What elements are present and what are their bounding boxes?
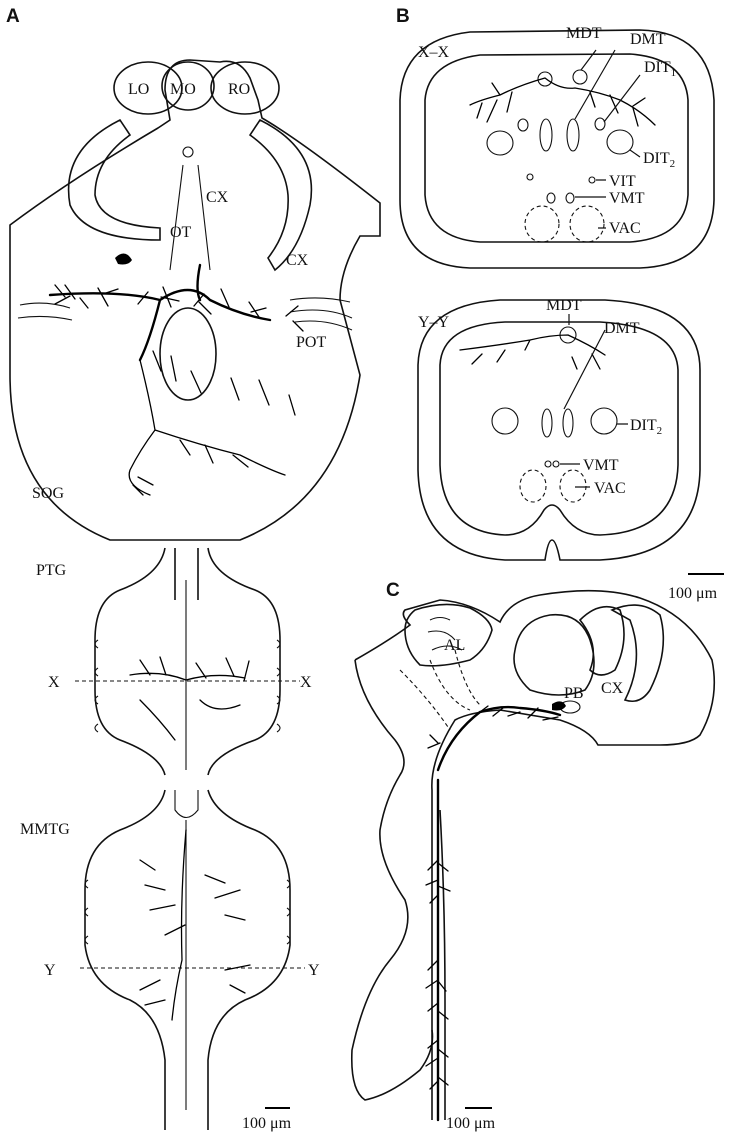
mmtg-nerve-roots xyxy=(85,880,290,944)
label-section-xx: X–X xyxy=(418,44,450,61)
xx-mdt xyxy=(573,70,587,84)
brain-outline xyxy=(10,60,380,540)
mmtg-notch xyxy=(175,790,198,818)
xx-tract-4 xyxy=(527,174,533,180)
xx-tract-1 xyxy=(487,131,513,155)
c-tract-dashes xyxy=(400,650,480,730)
xx-tract-2 xyxy=(518,119,528,131)
yy-tract-2 xyxy=(542,409,552,437)
label-xx-dmt: DMT xyxy=(630,31,666,48)
label-ptg: PTG xyxy=(36,562,67,579)
mmtg-outline xyxy=(85,790,290,1130)
label-yy-vac: VAC xyxy=(594,480,626,497)
xx-dit1 xyxy=(595,118,605,130)
panel-c-lateral-view xyxy=(352,591,715,1120)
label-y-right: Y xyxy=(308,962,320,979)
pot-fibers xyxy=(290,298,352,330)
label-xx-dit2-main: DIT xyxy=(643,150,670,167)
label-xx-mdt: MDT xyxy=(566,25,602,42)
cx-left xyxy=(69,120,160,240)
mmtg-neuron xyxy=(140,830,250,1020)
panel-b-label: B xyxy=(396,6,410,27)
midline-tracts xyxy=(170,165,210,270)
c-ventral-outline xyxy=(352,660,433,1100)
yy-vac-left xyxy=(520,470,546,502)
label-xx-dit1-sub: 1 xyxy=(671,67,677,79)
label-y-left: Y xyxy=(44,962,56,979)
c-neuron-axon xyxy=(438,707,560,1120)
xx-dmt xyxy=(567,119,579,151)
label-sog: SOG xyxy=(32,485,64,502)
label-yy-dmt: DMT xyxy=(604,320,640,337)
label-lo: LO xyxy=(128,81,149,98)
ptg-outline xyxy=(95,548,280,775)
yy-tract-1 xyxy=(492,408,518,434)
label-xx-dit1: DIT1 xyxy=(644,59,676,79)
ptg-neuron xyxy=(130,657,249,740)
label-xx-vmt: VMT xyxy=(609,190,645,207)
label-xx-dit2-sub: 2 xyxy=(670,158,676,170)
ocellar-dot xyxy=(183,147,193,157)
panel-a-ptg xyxy=(75,548,300,775)
xx-vac-left xyxy=(525,206,559,242)
label-mo: MO xyxy=(170,81,196,98)
c-mushroom-body xyxy=(514,615,594,695)
label-yy-dit2-sub: 2 xyxy=(657,425,663,437)
c-antennal-lobe xyxy=(405,604,492,665)
neuron-branches xyxy=(55,285,303,415)
label-al: AL xyxy=(444,637,465,654)
c-outline xyxy=(355,591,714,1120)
panel-b-section-yy xyxy=(418,300,724,574)
xx-tract-3 xyxy=(540,119,552,151)
label-pot: POT xyxy=(296,334,326,351)
yy-vmt xyxy=(553,461,559,467)
yy-neuron xyxy=(460,335,605,369)
label-x-right: X xyxy=(300,674,312,691)
label-c-cx: CX xyxy=(601,680,624,697)
label-mmtg: MMTG xyxy=(20,821,70,838)
label-cx-top: CX xyxy=(206,189,229,206)
cx-right xyxy=(250,120,311,270)
neuron-soma xyxy=(115,253,132,264)
label-yy-dit2-main: DIT xyxy=(630,417,657,434)
label-x-left: X xyxy=(48,674,60,691)
yy-tract-3 xyxy=(545,461,551,467)
c-calyx-1 xyxy=(580,607,624,675)
label-pb: PB xyxy=(564,685,584,702)
label-xx-vit: VIT xyxy=(609,173,636,190)
xx-vmt xyxy=(566,193,574,203)
yy-dit2 xyxy=(591,408,617,434)
label-yy-vmt: VMT xyxy=(583,457,619,474)
panel-a-label: A xyxy=(6,6,20,27)
label-yy-mdt: MDT xyxy=(546,297,582,314)
label-ro: RO xyxy=(228,81,250,98)
foramen xyxy=(160,308,216,400)
left-fibers xyxy=(18,303,72,320)
label-ot: OT xyxy=(170,224,192,241)
label-yy-dit2: DIT2 xyxy=(630,417,662,437)
scale-label-b: 100 μm xyxy=(668,585,718,602)
label-section-yy: Y–Y xyxy=(418,314,450,331)
label-xx-dit2: DIT2 xyxy=(643,150,675,170)
panel-c-label: C xyxy=(386,580,400,601)
xx-vac xyxy=(570,206,604,242)
panel-a-mmtg xyxy=(80,790,305,1130)
ptg-nerve-roots xyxy=(95,640,280,732)
xx-tract-5 xyxy=(547,193,555,203)
neuron-descending xyxy=(129,360,285,495)
xx-neuron xyxy=(470,78,655,126)
label-cx-right: CX xyxy=(286,252,309,269)
label-xx-dit1-main: DIT xyxy=(644,59,671,76)
panel-a-brain xyxy=(10,60,380,540)
scale-label-c: 100 μm xyxy=(446,1115,496,1132)
label-xx-vac: VAC xyxy=(609,220,641,237)
xx-dit2 xyxy=(607,130,633,154)
yy-dmt xyxy=(563,409,573,437)
xx-vit xyxy=(589,177,595,183)
scale-label-a: 100 μm xyxy=(242,1115,292,1132)
yy-vac xyxy=(560,470,586,502)
